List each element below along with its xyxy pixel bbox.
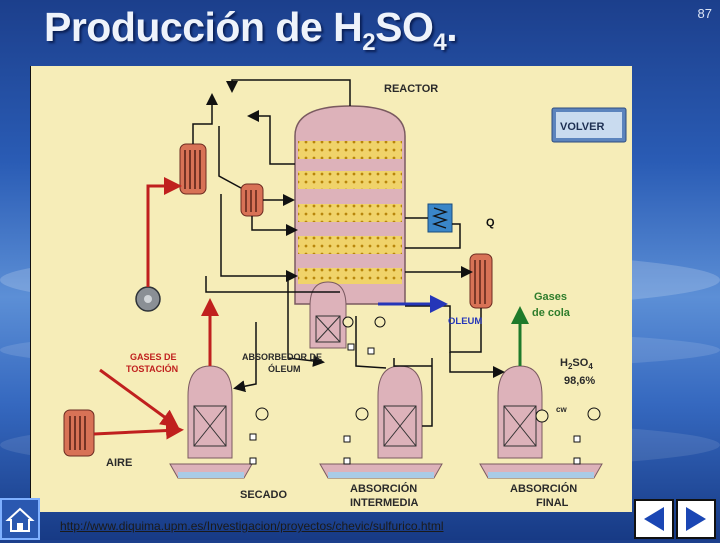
label-abs-intermedia-2: INTERMEDIA: [350, 497, 419, 509]
label-h2so4: H2SO4: [560, 357, 593, 371]
coolers: [255, 316, 601, 423]
volver-button[interactable]: VOLVER: [551, 107, 627, 143]
label-abs-final-2: FINAL: [536, 497, 569, 509]
red-arrow-up: [146, 177, 182, 287]
label-abs-intermedia-1: ABSORCIÓN: [350, 482, 417, 495]
label-q: Q: [486, 217, 495, 229]
heat-exchanger-q: [427, 203, 453, 233]
exchanger-right: [469, 253, 493, 309]
home-icon: [5, 507, 35, 532]
label-gases-cola-1: Gases: [534, 291, 567, 303]
label-secado: SECADO: [240, 489, 288, 501]
process-diagram: REACTOR Q Gases de cola OLEUM GASES DE T…: [29, 66, 632, 512]
drying-tower: [169, 365, 253, 479]
red-arrow-aire: [93, 421, 184, 440]
label-h2so4-pct: 98,6%: [564, 375, 595, 387]
next-button[interactable]: [676, 499, 716, 539]
label-reactor: REACTOR: [384, 83, 438, 95]
label-oleum: OLEUM: [448, 316, 482, 327]
arrow-left-icon: [644, 507, 664, 531]
blower: [135, 286, 161, 312]
label-absorbedor-1: ABSORBEDOR DE: [242, 352, 322, 362]
exchanger-mid: [240, 183, 264, 217]
page-number: 87: [697, 6, 712, 21]
intermediate-absorber: [319, 365, 443, 479]
exchanger-top-left: [179, 143, 207, 195]
reactor-vessel: [294, 105, 406, 305]
label-abs-final-1: ABSORCIÓN: [510, 482, 577, 495]
red-arrow-feed: [99, 368, 179, 428]
slide-title: Producción de H2SO4.: [44, 4, 458, 56]
label-gases-tostacion-2: TOSTACIÓN: [126, 363, 178, 374]
water-trays: [178, 472, 594, 478]
label-aire: AIRE: [106, 457, 132, 469]
label-gases-cola-2: de cola: [532, 307, 571, 319]
air-exchanger: [63, 409, 95, 457]
label-absorbedor-2: ÓLEUM: [268, 363, 301, 374]
label-gases-tostacion-1: GASES DE: [130, 352, 177, 362]
source-link[interactable]: http://www.diquima.upm.es/Investigacion/…: [60, 519, 444, 533]
label-cw: cw: [556, 405, 567, 414]
volver-label: VOLVER: [560, 121, 604, 133]
arrow-right-icon: [686, 507, 706, 531]
valves: [249, 343, 581, 465]
home-button[interactable]: [0, 498, 40, 540]
prev-button[interactable]: [634, 499, 674, 539]
